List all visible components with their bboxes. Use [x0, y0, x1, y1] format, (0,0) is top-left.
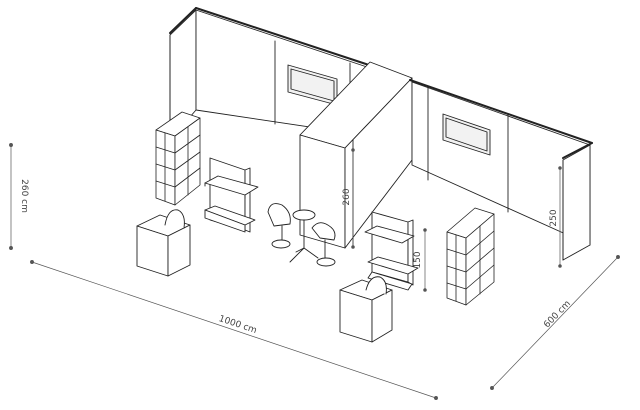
right-wall-height-label: 250: [549, 209, 559, 226]
table-round: [289, 209, 319, 263]
cube-shelf-right: [446, 207, 495, 306]
central-column: [299, 61, 413, 249]
wall-height-label: 260 cm: [19, 179, 29, 213]
chair-2: [311, 222, 336, 267]
display-rack-right: [364, 211, 419, 291]
depth-label: 600 cm: [542, 299, 573, 330]
counter-right: [339, 276, 393, 343]
shelf-height-label: 150: [413, 251, 423, 268]
display-rack-left: [204, 157, 259, 233]
counter-left: [136, 209, 191, 277]
tv-screen-right: [442, 113, 491, 156]
back-wall-right: [409, 79, 593, 261]
chair-1: [267, 203, 291, 249]
cube-shelf-left: [155, 111, 201, 206]
length-label: 1000 cm: [217, 314, 258, 336]
dimension-lines: [9, 143, 620, 400]
column-height-label: 260: [342, 188, 352, 205]
back-wall-left: [169, 7, 373, 141]
